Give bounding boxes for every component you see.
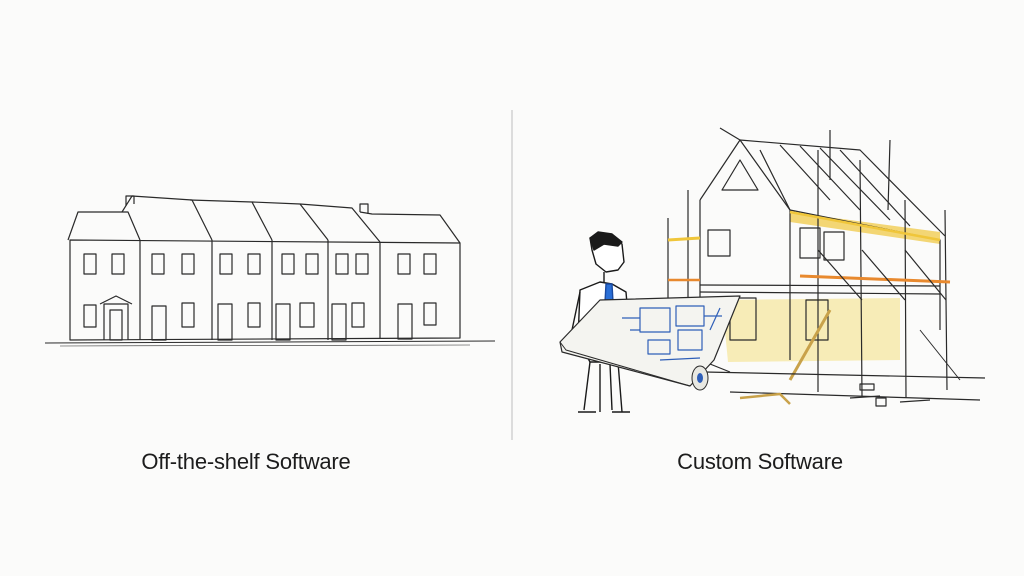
custom-house-sketch (667, 127, 986, 407)
off-the-shelf-caption: Off-the-shelf Software (141, 449, 351, 474)
custom-software-caption: Custom Software (677, 449, 843, 474)
terraced-houses-sketch (44, 195, 496, 347)
blueprint-roll (559, 295, 741, 391)
